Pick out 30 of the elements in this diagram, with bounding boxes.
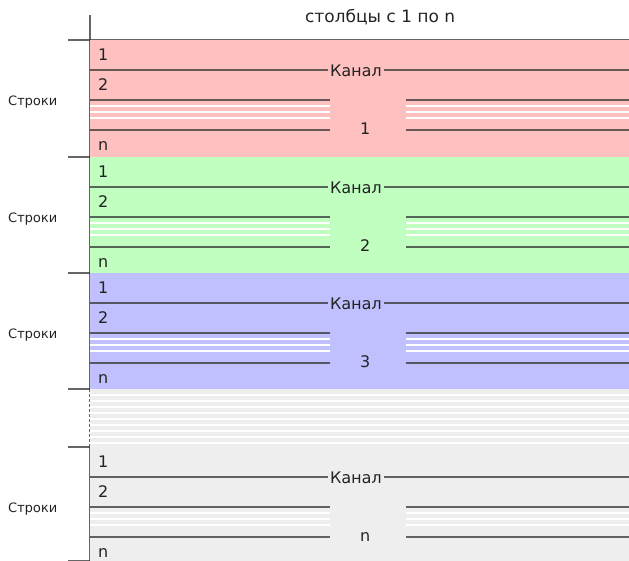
rows-label: Строки bbox=[8, 328, 58, 341]
channel-number: 3 bbox=[360, 354, 370, 370]
row-number: n bbox=[98, 370, 108, 386]
row-number: 1 bbox=[98, 454, 108, 470]
row-number: 2 bbox=[98, 484, 108, 500]
channel-label: Канал bbox=[328, 63, 384, 79]
channel-band bbox=[90, 157, 629, 273]
channel-label: Канал bbox=[328, 470, 384, 486]
row-number: 1 bbox=[98, 164, 108, 180]
row-number: 2 bbox=[98, 77, 108, 93]
row-number: 2 bbox=[98, 194, 108, 210]
column-header: столбцы с 1 по n bbox=[304, 9, 456, 26]
row-number: n bbox=[98, 254, 108, 270]
channel-label: Канал bbox=[328, 296, 384, 312]
row-number: n bbox=[98, 137, 108, 153]
row-number: 1 bbox=[98, 280, 108, 296]
channel-label: Канал bbox=[328, 180, 384, 196]
channel-band bbox=[90, 447, 629, 561]
row-number: n bbox=[98, 544, 108, 560]
rows-label: Строки bbox=[8, 502, 58, 515]
row-number: 2 bbox=[98, 310, 108, 326]
row-number: 1 bbox=[98, 47, 108, 63]
channel-number: 1 bbox=[360, 121, 370, 137]
channel-band bbox=[90, 389, 629, 447]
channel-band bbox=[90, 40, 629, 157]
channel-number: n bbox=[360, 528, 370, 544]
rows-label: Строки bbox=[8, 212, 58, 225]
channel-band bbox=[90, 273, 629, 389]
channel-number: 2 bbox=[360, 238, 370, 254]
rows-label: Строки bbox=[8, 95, 58, 108]
